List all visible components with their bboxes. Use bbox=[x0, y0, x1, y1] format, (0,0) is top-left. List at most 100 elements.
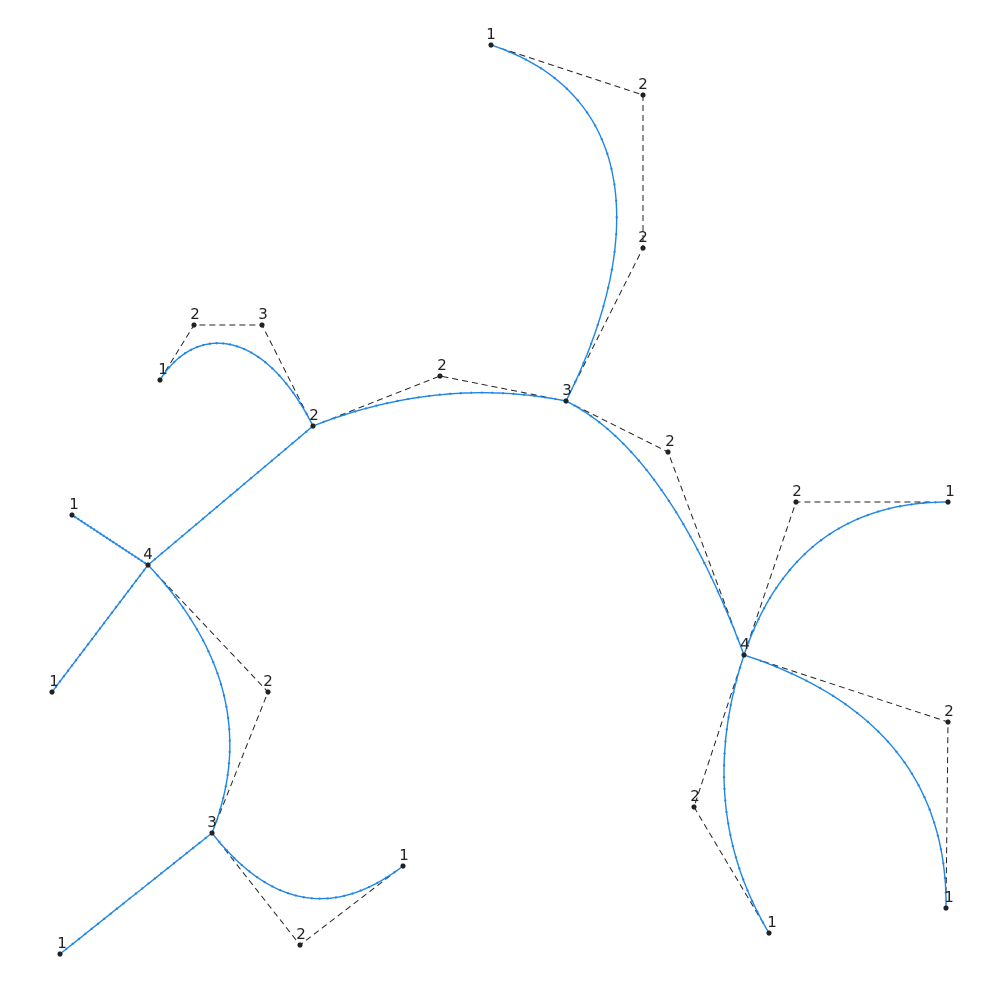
curve-sample-dot bbox=[393, 871, 396, 874]
curve-sample-dot bbox=[936, 834, 940, 837]
curve-sample-dot bbox=[74, 659, 78, 662]
curve-sample-dot bbox=[877, 730, 880, 733]
control-point bbox=[265, 689, 271, 695]
curve-sample-dot bbox=[819, 539, 823, 542]
curve-sample-dot bbox=[236, 488, 239, 491]
curve-sample-dot bbox=[606, 152, 609, 155]
curve-sample-dot bbox=[923, 796, 926, 799]
curve-sample-dot bbox=[229, 494, 232, 497]
control-polygon-arch-right bbox=[565, 400, 745, 656]
curve-sample-dot bbox=[141, 887, 144, 890]
curve-sample-dot bbox=[667, 499, 671, 503]
control-point bbox=[741, 652, 747, 658]
curve-sample-dot bbox=[242, 347, 246, 351]
curve-sample-dot bbox=[249, 351, 253, 354]
curve-sample-dot bbox=[376, 881, 379, 884]
curve-sample-dot bbox=[910, 772, 914, 775]
curve-sample-dot bbox=[222, 500, 225, 503]
curve-sample-dot bbox=[207, 650, 210, 653]
curve-sample-dot bbox=[271, 367, 274, 370]
point-label: 2 bbox=[638, 75, 648, 93]
curve-sample-dot bbox=[375, 404, 378, 407]
curve-sample-dot bbox=[285, 382, 288, 385]
control-point bbox=[297, 942, 303, 948]
curve-arch-right bbox=[565, 400, 745, 656]
point-label: 3 bbox=[207, 813, 217, 831]
curve-sample-dot bbox=[727, 716, 730, 719]
curve-sample-dot bbox=[811, 545, 814, 549]
curve-sample-dot bbox=[724, 740, 727, 743]
curve-sample-dot bbox=[222, 694, 226, 697]
curve-sample-dot bbox=[181, 534, 184, 538]
curve-sample-dot bbox=[291, 442, 294, 445]
curve-sample-dot bbox=[96, 530, 99, 533]
curve-sample-dot bbox=[263, 880, 266, 884]
curve-sample-dot bbox=[406, 397, 410, 401]
control-point bbox=[665, 449, 671, 455]
curve-sample-dot bbox=[167, 546, 170, 549]
curve-sample-dot bbox=[596, 323, 599, 327]
curve-sample-dot bbox=[615, 216, 618, 219]
curve-sample-dot bbox=[224, 785, 227, 788]
curve-sample-dot bbox=[898, 505, 902, 508]
curve-sample-dot bbox=[724, 799, 727, 802]
curve-sample-dot bbox=[106, 616, 110, 620]
curve-sample-dot bbox=[589, 414, 593, 418]
curve-sample-dot bbox=[78, 653, 82, 657]
curve-sample-dot bbox=[674, 511, 678, 514]
curve-sample-dot bbox=[83, 522, 86, 525]
curve-sample-dot bbox=[417, 396, 420, 399]
curve-sample-dot bbox=[367, 885, 371, 889]
curve-small-hook bbox=[159, 342, 314, 427]
curve-sample-dot bbox=[102, 622, 106, 625]
point-label: 2 bbox=[665, 432, 675, 450]
curve-sample-dot bbox=[788, 568, 791, 572]
control-point bbox=[488, 42, 494, 48]
curve-sample-dot bbox=[922, 501, 925, 505]
curve-sample-dot bbox=[248, 870, 251, 873]
curve-sample-dot bbox=[903, 761, 906, 764]
point-label: 4 bbox=[740, 635, 750, 653]
point-label: 1 bbox=[57, 934, 67, 952]
curve-sample-dot bbox=[228, 739, 231, 742]
curve-sample-dot bbox=[147, 882, 150, 885]
curve-sample-dot bbox=[565, 87, 569, 90]
curve-sample-dot bbox=[124, 549, 128, 552]
curve-sample-dot bbox=[173, 360, 176, 364]
curve-sample-dot bbox=[910, 503, 913, 506]
curve-sample-dot bbox=[228, 728, 231, 731]
point-label: 2 bbox=[792, 482, 802, 500]
curve-sample-dot bbox=[84, 932, 87, 936]
curve-sample-dot bbox=[77, 517, 80, 521]
curve-sample-dot bbox=[775, 586, 778, 590]
curve-sample-dot bbox=[828, 532, 831, 536]
control-point bbox=[49, 689, 55, 695]
spline-curves bbox=[50, 43, 950, 956]
curve-sample-dot bbox=[204, 836, 207, 840]
curve-sample-dot bbox=[102, 534, 105, 538]
curve-sample-dot bbox=[318, 897, 321, 900]
curve-sample-dot bbox=[302, 896, 305, 899]
control-point bbox=[437, 373, 443, 379]
curve-sample-dot bbox=[98, 627, 102, 630]
curve-sample-dot bbox=[351, 892, 354, 895]
curve-sample-dot bbox=[600, 138, 604, 141]
curve-sample-dot bbox=[191, 846, 195, 850]
curve-sample-dot bbox=[235, 345, 239, 348]
control-point bbox=[943, 905, 949, 911]
curve-sample-dot bbox=[249, 476, 253, 480]
curve-sample-dot bbox=[359, 889, 362, 892]
curve-sample-dot bbox=[738, 666, 742, 669]
curve-sample-dot bbox=[291, 391, 295, 394]
curve-sample-dot bbox=[128, 897, 131, 900]
curve-sample-dot bbox=[185, 851, 188, 855]
curve-sample-dot bbox=[225, 705, 228, 708]
curve-sample-dot bbox=[243, 482, 246, 486]
curve-sample-dot bbox=[613, 250, 616, 254]
curve-sample-dot bbox=[256, 471, 260, 474]
curve-sample-dot bbox=[80, 520, 83, 523]
curve-sample-dot bbox=[163, 372, 166, 375]
curve-sample-dot bbox=[887, 507, 891, 510]
